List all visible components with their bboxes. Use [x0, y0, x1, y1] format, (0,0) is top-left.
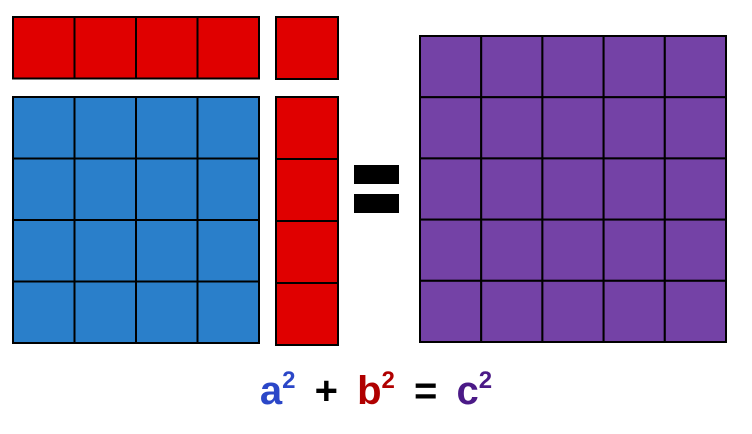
a-square-cell	[12, 219, 76, 283]
a-square-cell	[196, 157, 260, 221]
a-square-cell	[196, 280, 260, 344]
formula-b-exponent: 2	[381, 367, 395, 394]
a-square-cell	[135, 157, 199, 221]
a-square-cell	[73, 96, 137, 160]
b-square-cell	[275, 96, 339, 160]
b-square-corner-cell	[275, 16, 339, 80]
c-square-cell	[480, 218, 544, 282]
a-square-cell	[196, 219, 260, 283]
formula-a-letter: a	[259, 369, 283, 413]
b-square-cell	[12, 16, 76, 80]
c-square-cell	[541, 35, 605, 99]
c-square-cell	[480, 96, 544, 160]
a-square-cell	[12, 280, 76, 344]
formula-c-term: c2	[456, 367, 493, 413]
b-square-cell	[275, 220, 339, 284]
c-square-cell	[602, 218, 666, 282]
c-square-cell	[663, 218, 727, 282]
b-square-top-row	[12, 16, 260, 80]
c-square-cell	[602, 35, 666, 99]
a-square-cell	[12, 96, 76, 160]
c-square-cell	[602, 96, 666, 160]
c-square-grid	[419, 35, 727, 343]
c-square-cell	[541, 96, 605, 160]
b-square-cell	[275, 16, 339, 80]
a-square-cell	[12, 157, 76, 221]
b-square-cell	[73, 16, 137, 80]
a-square-cell	[73, 280, 137, 344]
c-square-cell	[663, 157, 727, 221]
formula-equals-sign: =	[414, 369, 438, 413]
c-square-cell	[663, 35, 727, 99]
formula-c-letter: c	[456, 369, 479, 413]
a-square-cell	[73, 157, 137, 221]
c-square-cell	[480, 279, 544, 343]
c-square-cell	[541, 157, 605, 221]
formula-b-term: b2	[357, 367, 406, 413]
a-square-grid	[12, 96, 260, 344]
formula-a-term: a2	[259, 367, 307, 413]
c-square-cell	[663, 96, 727, 160]
c-square-cell	[419, 35, 483, 99]
a-square-cell	[73, 219, 137, 283]
equals-sign	[354, 165, 399, 213]
c-square-cell	[480, 35, 544, 99]
c-square-cell	[419, 96, 483, 160]
c-square-cell	[663, 279, 727, 343]
a-square-cell	[196, 96, 260, 160]
c-square-cell	[602, 279, 666, 343]
b-square-cell	[196, 16, 260, 80]
a-square-cell	[135, 280, 199, 344]
formula-b-letter: b	[357, 369, 382, 413]
c-square-cell	[419, 218, 483, 282]
b-square-cell	[275, 282, 339, 346]
b-square-column	[275, 96, 339, 346]
formula-c-exponent: 2	[478, 367, 493, 394]
a-square-cell	[135, 96, 199, 160]
c-square-cell	[419, 279, 483, 343]
a-square-cell	[135, 219, 199, 283]
c-square-cell	[541, 218, 605, 282]
c-square-cell	[602, 157, 666, 221]
b-square-cell	[275, 158, 339, 222]
c-square-cell	[419, 157, 483, 221]
b-square-cell	[135, 16, 199, 80]
equals-sign-top-bar	[354, 165, 399, 184]
formula-plus-sign: +	[314, 369, 338, 413]
equals-sign-bottom-bar	[354, 194, 399, 213]
pythagorean-formula: a2 + b2 = c2	[0, 366, 752, 422]
c-square-cell	[541, 279, 605, 343]
c-square-cell	[480, 157, 544, 221]
formula-a-exponent: 2	[282, 367, 296, 394]
